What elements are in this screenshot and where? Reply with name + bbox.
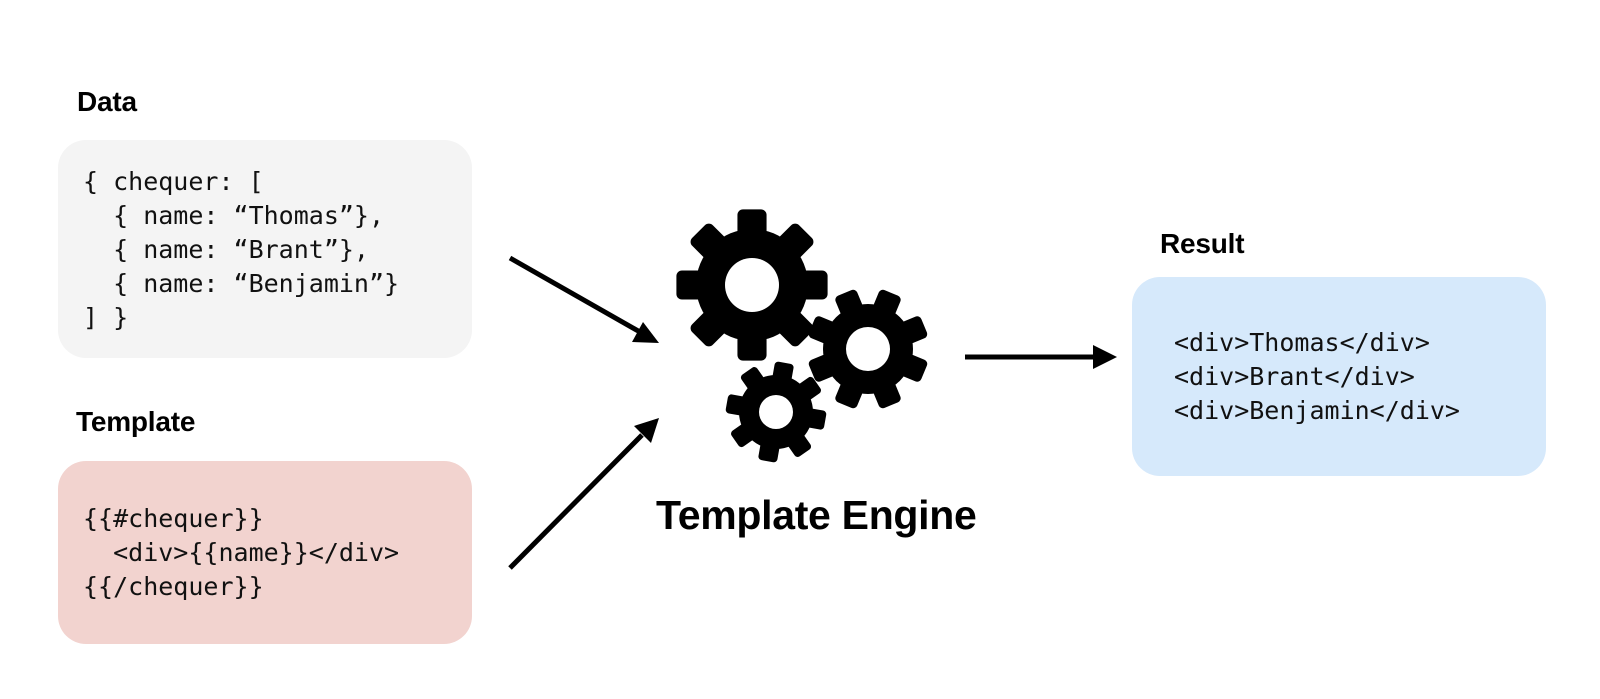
result-heading: Result bbox=[1160, 228, 1245, 259]
gears-icon bbox=[676, 209, 940, 470]
data-heading: Data bbox=[77, 86, 137, 117]
engine-label: Template Engine bbox=[656, 492, 977, 538]
arrow-icon-engine-to-result bbox=[965, 345, 1117, 369]
template-code: {{#chequer}} <div>{{name}}</div> {{/cheq… bbox=[83, 504, 400, 601]
data-code: { chequer: [ { name: “Thomas”}, { name: … bbox=[83, 167, 400, 332]
data-box bbox=[58, 140, 472, 358]
arrow-icon-data-to-engine bbox=[508, 255, 659, 343]
result-box bbox=[1132, 277, 1546, 476]
result-code: <div>Thomas</div> <div>Brant</div> <div>… bbox=[1174, 328, 1460, 425]
gear-icon-medium bbox=[788, 269, 940, 429]
template-box bbox=[58, 461, 472, 644]
gear-icon-large bbox=[676, 209, 828, 361]
template-heading: Template bbox=[76, 406, 196, 437]
arrow-icon-template-to-engine bbox=[508, 418, 659, 570]
gear-icon-small bbox=[718, 354, 834, 470]
